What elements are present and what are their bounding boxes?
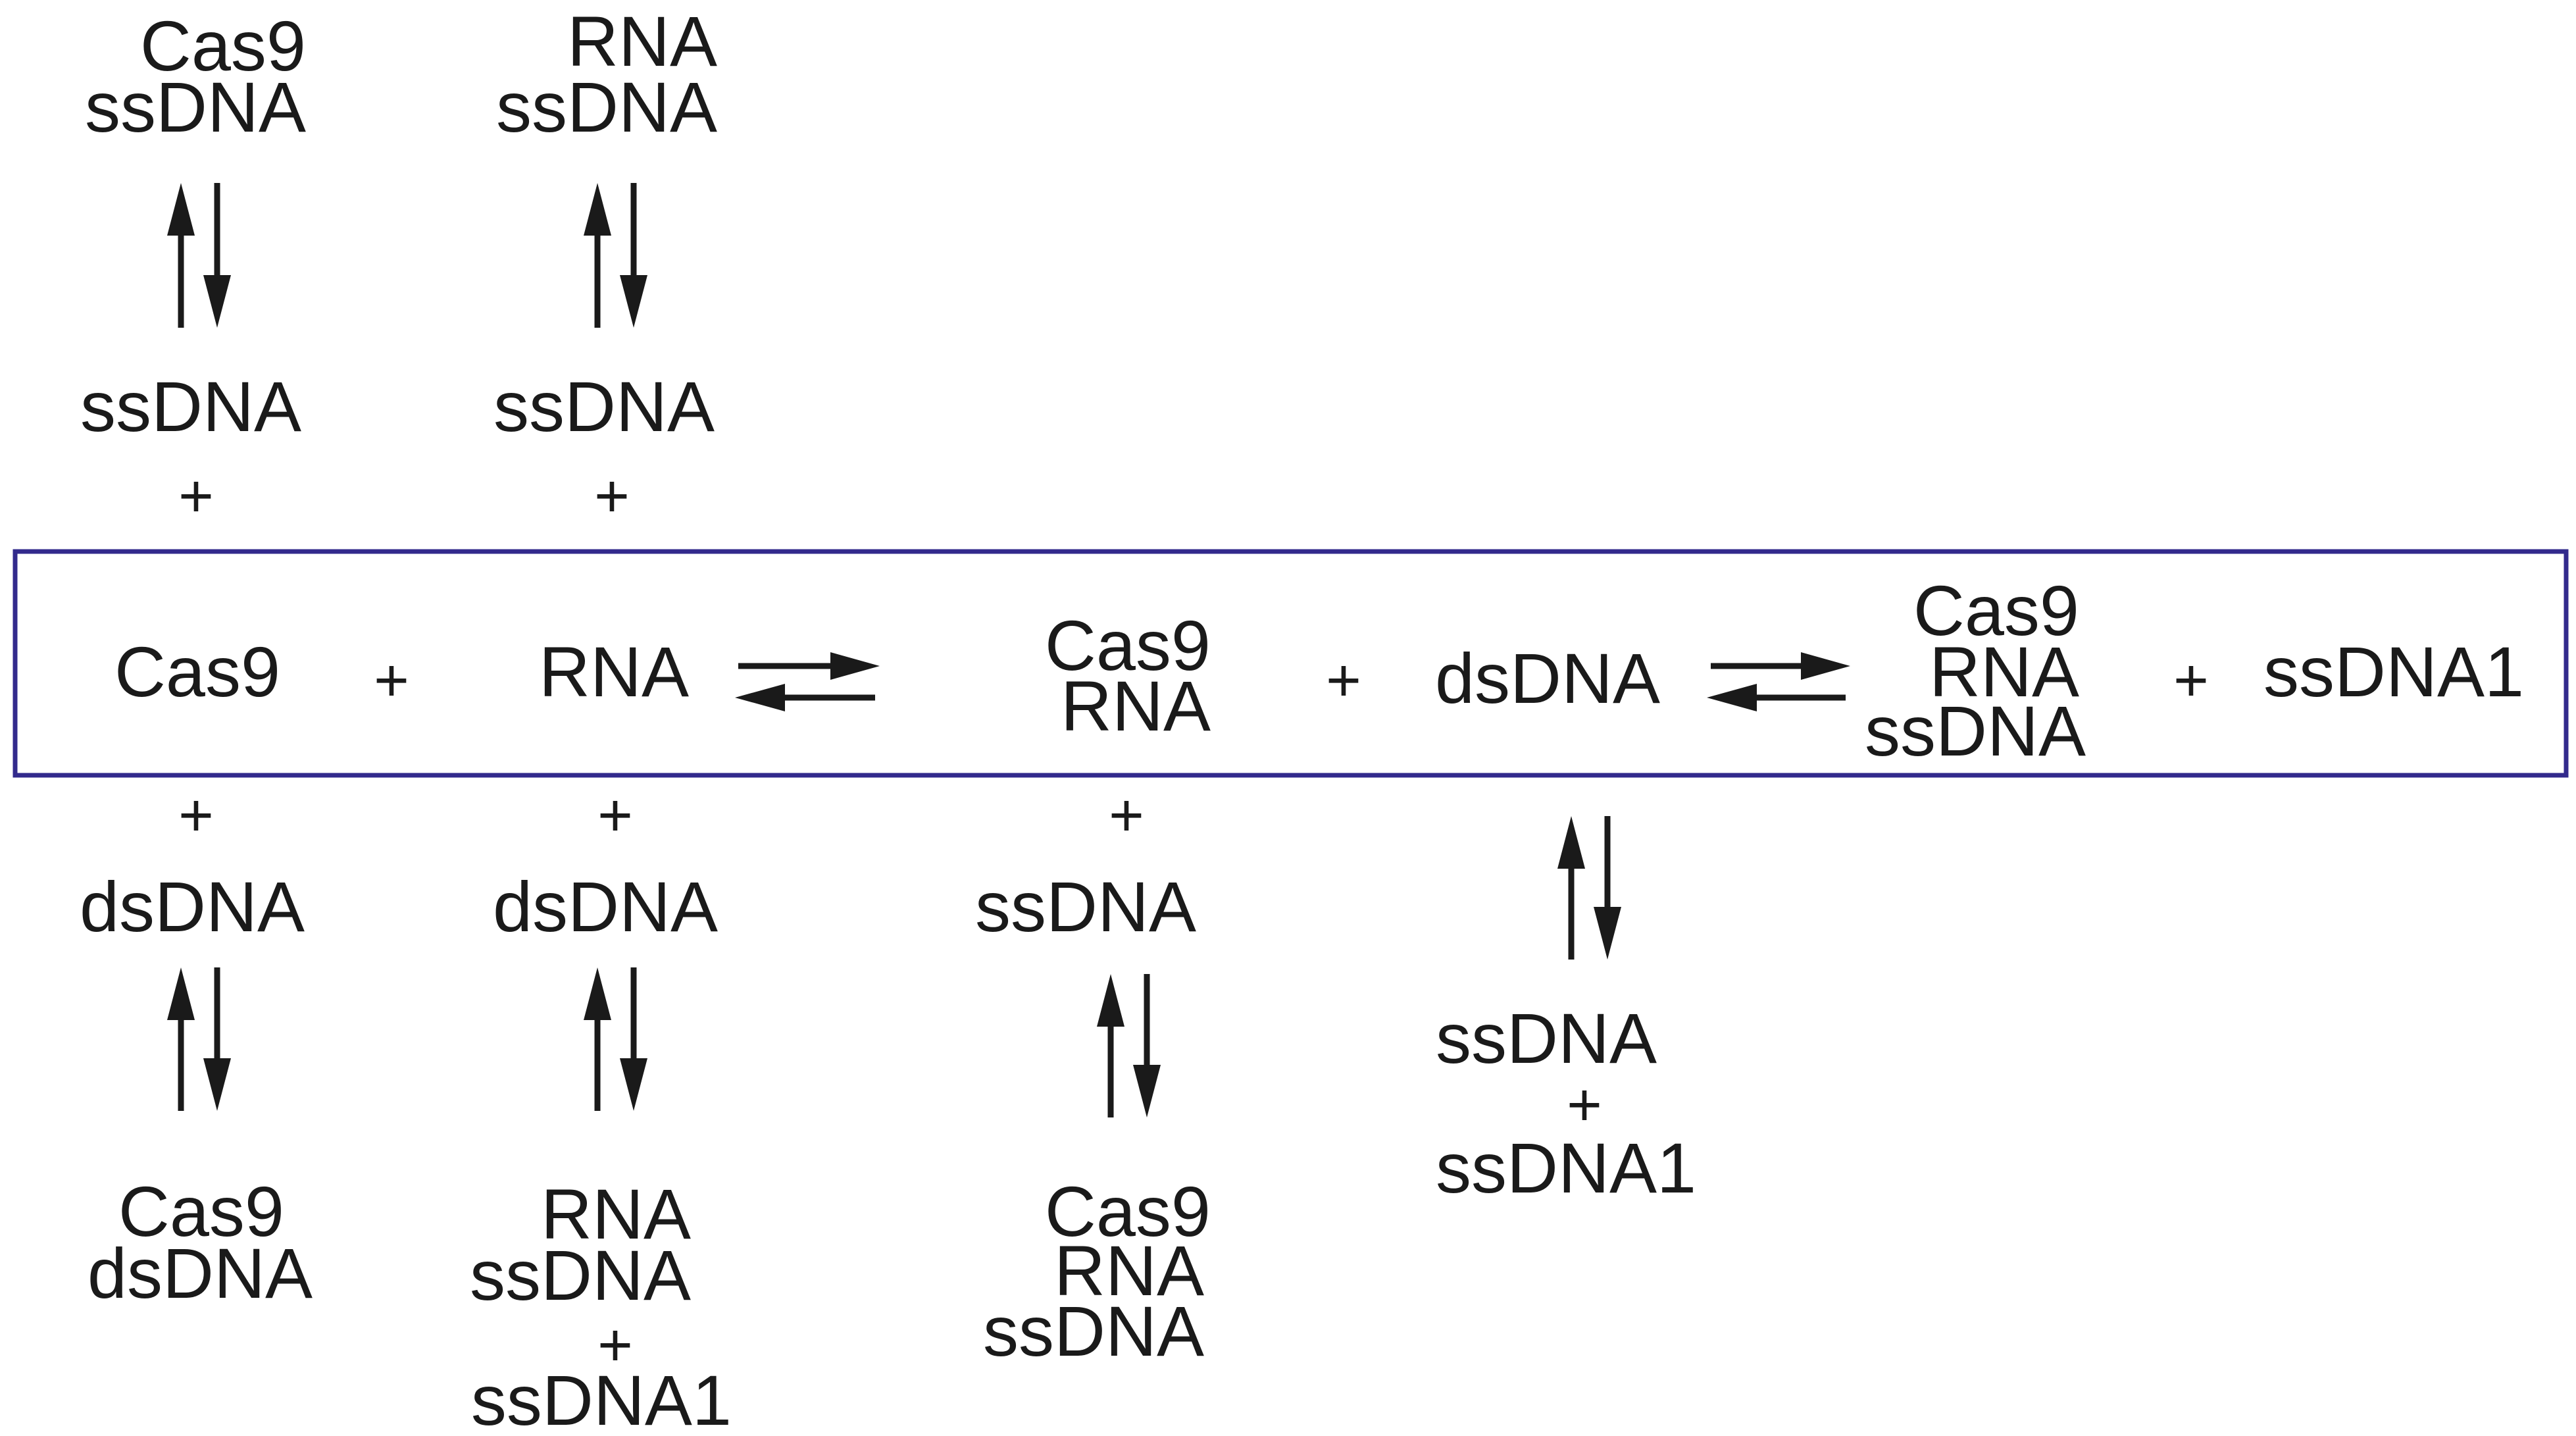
- bot-col4-product-ssdna: ssDNA: [1436, 998, 1657, 1078]
- top-mid-complex-ssdna: ssDNA: [496, 67, 717, 147]
- main-binary-rna: RNA: [1061, 666, 1211, 746]
- equilibrium-arrows-top-left: [167, 183, 231, 328]
- top-left-complex-cas9: Cas9: [140, 6, 306, 86]
- bot-col1-product-cas9: Cas9: [118, 1171, 284, 1251]
- bot-col2-plus: +: [597, 782, 633, 849]
- main-ternary-ssdna: ssDNA: [1865, 691, 2086, 771]
- bot-col2-dsdna: dsDNA: [493, 867, 718, 946]
- bot-col3-plus: +: [1109, 782, 1144, 849]
- top-mid-plus: +: [594, 463, 630, 530]
- equilibrium-arrows-bot-col1: [167, 967, 231, 1111]
- equilibrium-arrows-bot-col2: [584, 967, 647, 1111]
- equilibrium-arrows-main-2: [1707, 652, 1850, 711]
- main-dsdna: dsDNA: [1435, 638, 1660, 718]
- main-plus-1: +: [374, 647, 409, 714]
- main-ssdna1: ssDNA1: [2263, 632, 2524, 711]
- bot-col2-product-plus: +: [597, 1312, 633, 1379]
- bot-col3-product-rna: RNA: [1054, 1231, 1204, 1310]
- main-pathway-box: [13, 549, 2569, 778]
- equilibrium-arrows-top-mid: [584, 183, 647, 328]
- main-cas9: Cas9: [114, 632, 280, 711]
- top-mid-ssdna: ssDNA: [493, 367, 715, 446]
- top-mid-complex-rna: RNA: [567, 1, 717, 81]
- main-plus-3: +: [2173, 647, 2209, 714]
- main-ternary-cas9: Cas9: [1913, 571, 2079, 650]
- bot-col1-product-dsdna: dsDNA: [88, 1233, 313, 1313]
- main-binary-cas9: Cas9: [1045, 605, 1211, 685]
- bot-col4-plus: +: [1567, 1071, 1602, 1139]
- bot-col1-plus: +: [178, 782, 214, 849]
- bot-col3-product-cas9: Cas9: [1045, 1171, 1211, 1251]
- equilibrium-arrows-bot-col3: [1097, 974, 1161, 1117]
- bot-col3-product-ssdna: ssDNA: [983, 1291, 1204, 1371]
- main-ternary-rna: RNA: [1929, 632, 2079, 711]
- bot-col4-product-ssdna1: ssDNA1: [1436, 1128, 1696, 1208]
- main-plus-2: +: [1326, 647, 1361, 714]
- equilibrium-arrows-bot-col4: [1557, 816, 1621, 960]
- bot-col2-product-ssdna1: ssDNA1: [471, 1360, 732, 1436]
- top-left-plus: +: [178, 463, 214, 530]
- bot-col1-dsdna: dsDNA: [80, 867, 305, 946]
- main-rna: RNA: [539, 632, 689, 711]
- equilibrium-arrows-main-1: [735, 652, 880, 711]
- top-left-complex-ssdna: ssDNA: [85, 67, 306, 147]
- top-left-ssdna: ssDNA: [80, 367, 301, 446]
- bot-col2-product-rna: RNA: [541, 1174, 691, 1254]
- bot-col3-ssdna: ssDNA: [975, 867, 1196, 946]
- bot-col2-product-ssdna: ssDNA: [470, 1235, 691, 1315]
